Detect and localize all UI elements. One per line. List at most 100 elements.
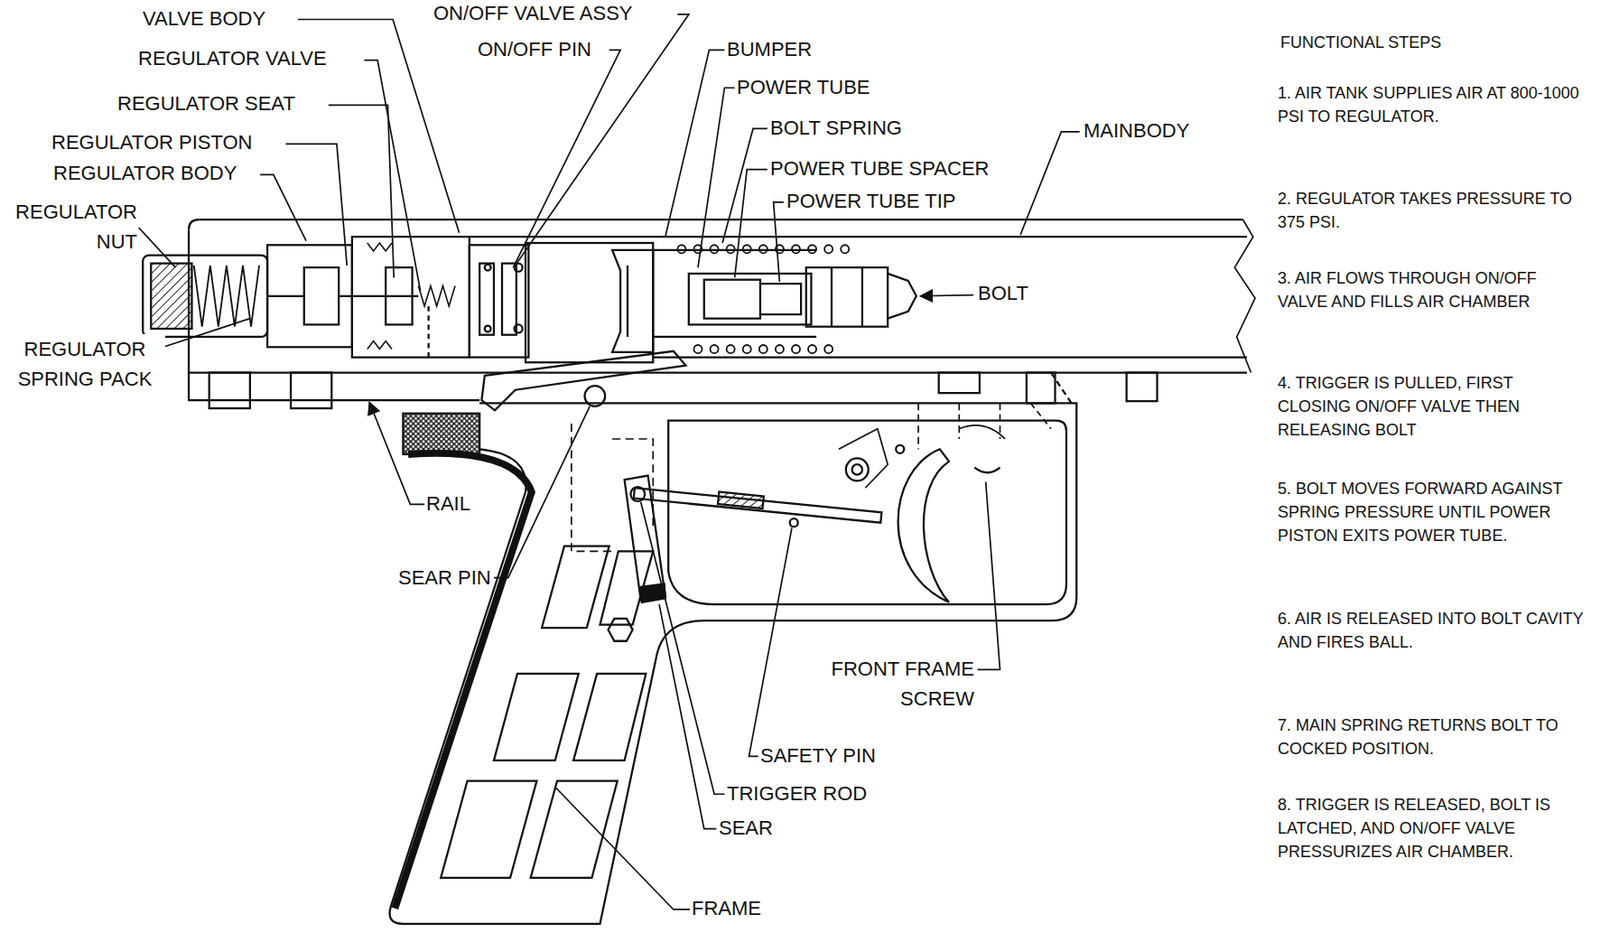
bolt-spring [710, 244, 719, 253]
power-tube [760, 283, 801, 315]
frame [402, 413, 480, 455]
power-tube [688, 273, 812, 326]
leader-line [773, 202, 784, 282]
bolt-spring [759, 344, 768, 354]
leader-line [328, 104, 394, 278]
part-label: REGULATOR PISTON [51, 130, 253, 155]
leader-line [748, 527, 791, 756]
mainbody [188, 219, 199, 230]
trigger-group [717, 492, 764, 509]
trigger-group [958, 425, 1005, 439]
bolt-spring [840, 244, 849, 253]
bolt-spring [775, 344, 784, 354]
part-label: REGULATOR VALVE [138, 46, 327, 71]
step-text: FUNCTIONAL STEPS [1280, 30, 1588, 55]
frame [573, 673, 646, 761]
bolt-spring [726, 244, 735, 253]
step-text: 1. AIR TANK SUPPLIES AIR AT 800-1000 PSI… [1277, 81, 1585, 129]
part-label: REGULATOR SPRING PACK [4, 334, 166, 394]
regulator-assembly [385, 267, 412, 325]
leader-line [363, 60, 420, 291]
trigger-group [898, 448, 949, 603]
bolt [887, 273, 917, 319]
part-label: FRAME [691, 896, 762, 921]
part-label: BUMPER [726, 37, 812, 62]
regulator-assembly [427, 306, 430, 358]
leader-line [163, 318, 251, 348]
trigger-group [852, 464, 863, 475]
trigger-group [481, 351, 1005, 603]
regulator-assembly [367, 242, 392, 350]
trigger-group [846, 457, 869, 481]
leader-line [260, 174, 307, 241]
air-chamber [525, 242, 653, 363]
leader-line [977, 481, 1001, 670]
bolt [806, 267, 888, 327]
leader-line [493, 406, 590, 578]
frame [390, 402, 1078, 923]
mainbody [290, 372, 332, 410]
regulator-assembly [352, 236, 470, 357]
leader-line [556, 787, 690, 909]
part-label: REGULATOR BODY [53, 161, 237, 186]
bolt-spring [693, 344, 702, 354]
leader-line [734, 169, 768, 279]
frame [390, 402, 1078, 923]
part-label: POWER TUBE TIP [786, 189, 956, 214]
leader-line [139, 14, 1080, 910]
bolt-spring [808, 344, 817, 354]
frame [541, 546, 610, 628]
trigger-group [630, 486, 645, 502]
regulator-assembly [267, 295, 305, 298]
regulator-assembly [418, 285, 456, 307]
leader-line [285, 143, 347, 265]
part-label: ON/OFF PIN [477, 37, 592, 62]
leader-line [641, 502, 726, 794]
trigger-group [624, 475, 666, 601]
frame [394, 453, 531, 909]
step-text: 3. AIR FLOWS THROUGH ON/OFF VALVE AND FI… [1277, 266, 1585, 314]
on-off-valve [514, 324, 523, 333]
bolt-spring [808, 244, 817, 253]
bolt-spring [824, 344, 833, 354]
bolt-spring [710, 344, 719, 354]
on-off-valve [469, 244, 530, 357]
part-label: POWER TUBE SPACER [770, 157, 989, 181]
step-text: 6. AIR IS RELEASED INTO BOLT CAVITY AND … [1277, 606, 1585, 654]
air-chamber [612, 250, 653, 353]
on-off-valve [469, 244, 530, 357]
frame [612, 438, 653, 531]
trigger-group [481, 351, 686, 411]
frame [668, 420, 1067, 605]
bolt-spring [743, 344, 752, 354]
regulator-assembly [142, 255, 268, 337]
trigger-group [974, 467, 1000, 474]
mainbody [469, 235, 1247, 238]
bolt-spring [743, 244, 752, 253]
part-label: SEAR PIN [398, 566, 492, 590]
trigger-group [585, 385, 606, 407]
mainbody [1051, 372, 1072, 404]
leader-line [512, 49, 621, 268]
leader-line [697, 87, 735, 268]
step-text: 8. TRIGGER IS RELEASED, BOLT IS LATCHED,… [1277, 792, 1585, 864]
leader-line [369, 401, 425, 504]
regulator-assembly [338, 295, 419, 298]
air-chamber [626, 265, 629, 337]
part-label: REGULATOR NUT [1, 196, 138, 257]
part-label: POWER TUBE [736, 75, 871, 100]
bolt-spring [791, 344, 800, 354]
step-text: 5. BOLT MOVES FORWARD AGAINST SPRING PRE… [1277, 476, 1585, 548]
power-tube [652, 250, 817, 337]
bolt [806, 267, 917, 327]
on-off-valve [479, 263, 494, 335]
frame [440, 781, 537, 878]
bolt-spring [824, 244, 833, 253]
mainbody [1026, 372, 1056, 404]
trigger-group [790, 518, 799, 527]
step-text: 7. MAIN SPRING RETURNS BOLT TO COCKED PO… [1277, 713, 1585, 761]
leader-line [659, 604, 717, 829]
on-off-valve [484, 264, 492, 271]
regulator-assembly [194, 265, 260, 327]
trigger-group [838, 428, 888, 489]
